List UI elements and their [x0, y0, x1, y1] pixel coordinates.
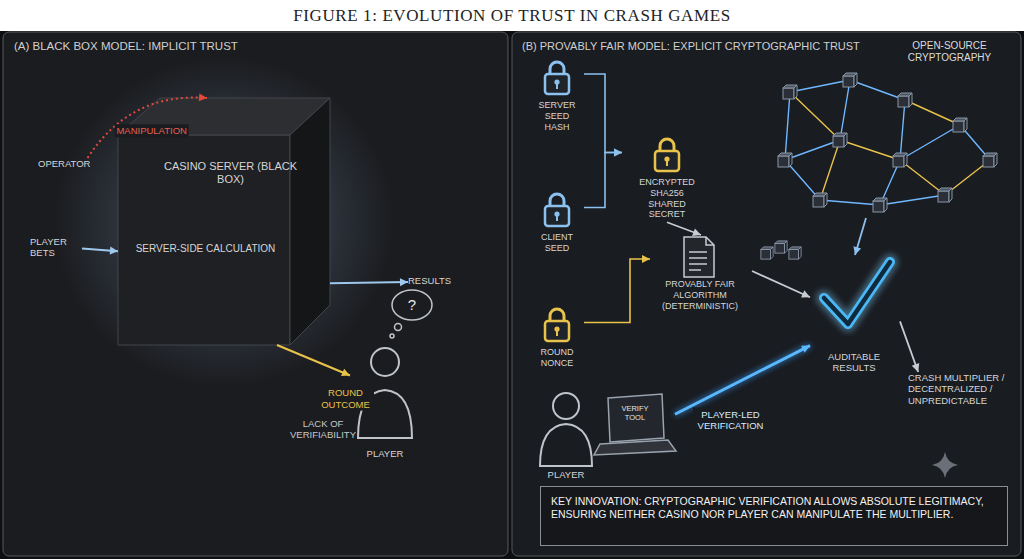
arrowhead — [801, 290, 810, 297]
node-text: KEY INNOVATION: CRYPTOGRAPHIC VERIFICATI… — [551, 495, 999, 520]
check-mark — [824, 262, 890, 324]
arrowhead — [642, 255, 650, 263]
arrowhead — [341, 369, 350, 376]
note-label: ? — [403, 296, 421, 314]
panel — [512, 32, 1021, 556]
connector — [667, 222, 701, 236]
arrowhead — [853, 246, 861, 255]
outcome-label: CRASH MULTIPLIER / DECENTRALIZED / UNPRE… — [908, 372, 1010, 432]
arrowhead — [801, 346, 810, 353]
connector-line — [584, 259, 650, 323]
node-text: SERVER-SIDE CALCULATION — [128, 243, 283, 255]
audit-check: AUDITABLE RESULTS — [810, 255, 900, 376]
connector-line — [667, 222, 701, 235]
edge-label: ROUND OUTCOME — [318, 386, 374, 411]
crypto-network: OPEN-SOURCE CRYPTOGRAPHY — [770, 38, 1010, 218]
input-label: PLAYER BETS — [30, 236, 82, 261]
document-icon — [684, 237, 714, 277]
node-text: PLAYER — [536, 469, 596, 480]
edge-label: PLAYER-LED VERIFICATION — [693, 408, 769, 433]
figure-title: FIGURE 1: EVOLUTION OF TRUST IN CRASH GA… — [0, 6, 1024, 26]
node-text: CASINO SERVER (BLACK BOX) — [163, 160, 298, 186]
connector — [752, 271, 810, 298]
node-text: OPEN-SOURCE CRYPTOGRAPHY — [897, 40, 1002, 64]
node-text: PLAYER BETS — [30, 236, 80, 259]
connector-line — [88, 98, 207, 159]
node-text: PROVABLY FAIR ALGORITHM (DETERMINISTIC) — [650, 279, 750, 311]
laptop-icon — [594, 394, 676, 455]
arrowhead — [692, 228, 701, 235]
node-text: OPERATOR — [38, 158, 98, 169]
node-text: AUDITABLE RESULTS — [810, 351, 898, 374]
node-text: (A) BLACK BOX MODEL: IMPLICIT TRUST — [14, 40, 494, 54]
node-text: ROUND NONCE — [532, 347, 582, 369]
sparkle — [932, 452, 958, 478]
connector — [330, 278, 408, 286]
block-icons — [761, 241, 801, 259]
connector-line — [584, 152, 622, 207]
node-text: PLAYER — [350, 448, 420, 459]
edge-label: MANIPULATION — [114, 124, 189, 137]
seed-lock: SERVER SEED HASH — [532, 58, 584, 138]
thought-bubble — [390, 290, 432, 338]
arrowhead — [614, 148, 622, 156]
connector — [853, 218, 866, 255]
output-label: RESULTS — [408, 275, 460, 289]
connector-line — [900, 321, 918, 372]
player-with-laptop: PLAYER VERIFY TOOL — [530, 385, 675, 482]
connector — [584, 148, 622, 207]
node-text: ENCRYPTED SHA256 SHARED SECRET — [631, 177, 703, 220]
connector-line — [330, 282, 408, 283]
connector — [584, 255, 650, 323]
player-icon — [540, 393, 592, 466]
node-text: CLIENT SEED — [532, 232, 582, 254]
connector — [277, 345, 350, 376]
connector — [88, 93, 207, 158]
node-text: CRASH MULTIPLIER / DECENTRALIZED / UNPRE… — [908, 372, 1008, 406]
panel: (B) PROVABLY FAIR MODEL: EXPLICIT CRYPTO… — [512, 32, 1021, 556]
algorithm-document: PROVABLY FAIR ALGORITHM (DETERMINISTIC) — [650, 235, 752, 315]
arrowhead — [912, 363, 920, 372]
network-graph — [778, 73, 997, 212]
title-band — [0, 0, 1024, 31]
connector — [82, 247, 118, 255]
connector-line — [277, 345, 350, 376]
node-text: RESULTS — [408, 275, 458, 286]
seed-lock: CLIENT SEED — [532, 190, 584, 260]
panel — [3, 32, 508, 556]
arrowhead — [614, 148, 622, 156]
actor-label: OPERATOR — [38, 158, 100, 172]
connector — [584, 74, 622, 156]
note-label: LACK OF VERIFIABILITY — [283, 418, 363, 441]
black-box-cube — [54, 57, 394, 387]
node-text: (B) PROVABLY FAIR MODEL: EXPLICIT CRYPTO… — [522, 40, 902, 53]
connector — [900, 321, 919, 372]
node-text: VERIFY TOOL — [612, 404, 658, 422]
arrowhead — [110, 247, 118, 255]
secret-lock: ENCRYPTED SHA256 SHARED SECRET — [622, 135, 712, 222]
connector — [675, 346, 810, 415]
connector-line — [584, 74, 622, 152]
arrowhead — [400, 278, 408, 286]
connector-line — [752, 271, 810, 297]
arrowhead — [199, 93, 207, 101]
node-text: SERVER SEED HASH — [532, 100, 582, 132]
connector-line — [675, 346, 810, 415]
panel: (A) BLACK BOX MODEL: IMPLICIT TRUST SERVE… — [3, 32, 508, 556]
nonce-lock: ROUND NONCE — [532, 305, 584, 375]
key-innovation-box: KEY INNOVATION: CRYPTOGRAPHIC VERIFICATI… — [540, 486, 1008, 546]
